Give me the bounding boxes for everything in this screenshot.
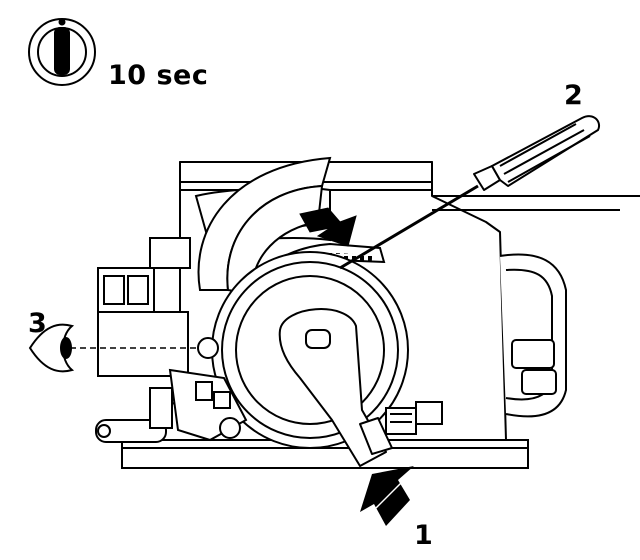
duration-label: 10 sec xyxy=(108,60,209,91)
callout-3: 3 xyxy=(28,308,47,339)
callout-2: 2 xyxy=(564,80,583,111)
push-arrow xyxy=(360,466,414,526)
ignition-key-icon xyxy=(28,18,96,86)
callout-1: 1 xyxy=(414,520,433,551)
screwdriver-icon xyxy=(339,115,600,270)
right-fittings xyxy=(499,253,567,418)
stop-screw xyxy=(385,401,443,435)
eye-icon xyxy=(28,323,75,373)
sensor-connector xyxy=(97,237,191,377)
lower-bracket xyxy=(168,337,248,442)
gear-direction-arrow xyxy=(299,207,357,247)
vacuum-nipple xyxy=(95,387,173,443)
throttle-lever xyxy=(278,308,393,467)
throttle-valve-cover xyxy=(197,156,332,296)
